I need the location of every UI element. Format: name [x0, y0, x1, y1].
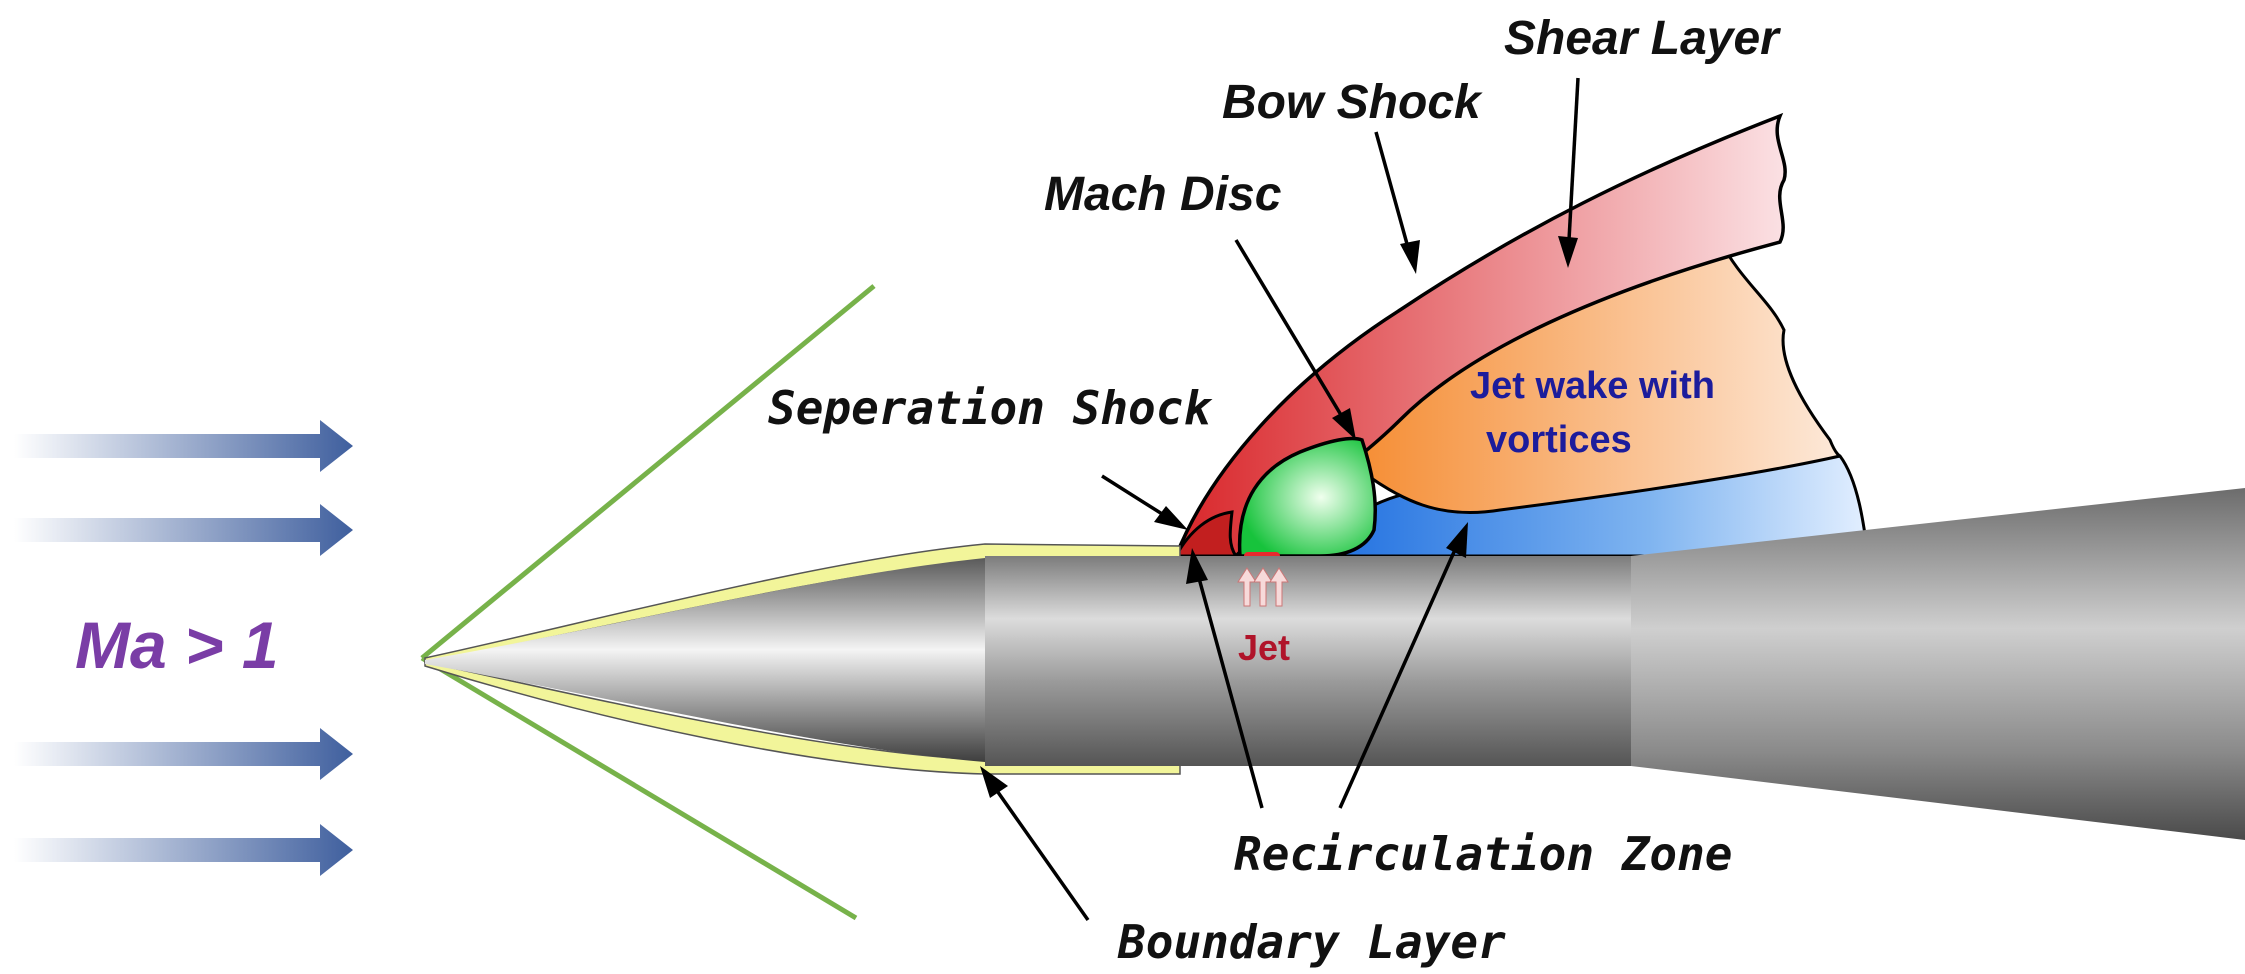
jet-wake-label-line2: vortices — [1486, 419, 1632, 461]
mach-disc-region — [1237, 436, 1377, 558]
conical-shock-upper — [420, 284, 876, 660]
flow-features — [1173, 112, 1870, 562]
mach-disc-pointer-head — [1332, 408, 1356, 440]
conical-shock — [420, 284, 876, 921]
jet-arrows — [1237, 567, 1289, 607]
shear-layer-label: Shear Layer — [1504, 12, 1781, 65]
jet-arrow-1 — [1237, 567, 1257, 607]
flare-section — [1631, 488, 2245, 840]
separation-shock-label: Seperation Shock — [768, 381, 1213, 435]
flow-arrow-4 — [14, 824, 353, 876]
shear-layer-pointer — [1566, 77, 1580, 259]
recirculation-pointer-right — [1338, 533, 1464, 809]
recirculation-pointer-left-head — [1186, 548, 1208, 584]
flow-arrow-1 — [14, 420, 353, 472]
jet-label: Jet — [1238, 627, 1290, 668]
bow-shock-pointer — [1374, 131, 1414, 263]
flow-arrow-2 — [14, 504, 353, 556]
shear-layer-pointer-head — [1558, 236, 1578, 268]
mach-number-label: Ma > 1 — [75, 608, 279, 682]
recirculation-zone-label: Recirculation Zone — [1234, 827, 1733, 881]
jet-arrow-2 — [1253, 567, 1273, 607]
recirculation-pointer-left — [1192, 559, 1264, 809]
cylinder-body — [985, 556, 1631, 766]
bow-shock-pointer-head — [1400, 240, 1420, 274]
freestream-arrows — [14, 420, 353, 876]
mach-disc-pointer — [1234, 239, 1352, 431]
vehicle-body — [424, 488, 2245, 840]
boundary-layer-pointer-head — [980, 766, 1008, 798]
conical-shock-lower — [420, 655, 858, 921]
separation-region — [1173, 510, 1239, 558]
bow-shock-label: Bow Shock — [1222, 76, 1483, 129]
boundary-layer-pointer — [986, 776, 1090, 922]
nose-cone — [425, 558, 985, 762]
recirculation-pointer-right-head — [1446, 522, 1468, 558]
flow-arrow-3 — [14, 728, 353, 780]
mach-disc-label: Mach Disc — [1044, 168, 1281, 221]
jet-arrow-3 — [1269, 567, 1289, 607]
pointer-lines — [980, 77, 1580, 922]
boundary-layer-label: Boundary Layer — [1117, 915, 1506, 969]
separation-shock-pointer-head — [1154, 506, 1188, 530]
jet-wake-label-line1: Jet wake with — [1470, 365, 1715, 407]
